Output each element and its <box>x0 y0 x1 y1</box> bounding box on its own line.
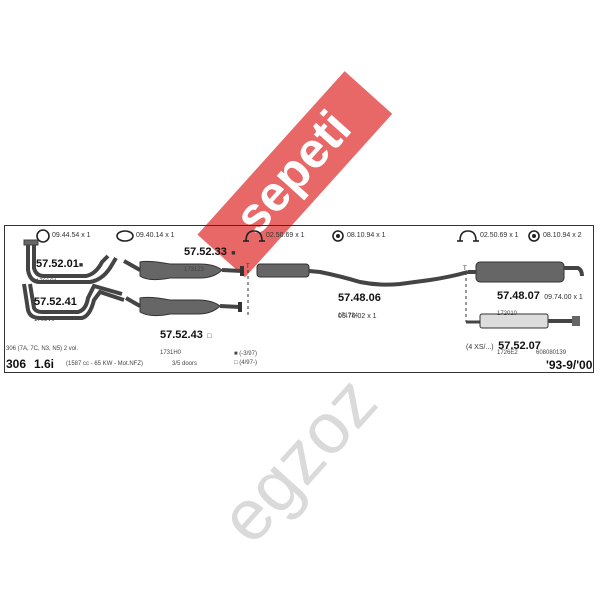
rear-silencer-57-48-07 <box>468 261 584 283</box>
part-marker: ■ <box>231 250 236 257</box>
part-number: 57.48.07 <box>497 290 540 302</box>
clamp-icon <box>243 230 265 242</box>
part-label-57-48-06: 57.48.06 171724 <box>338 289 381 321</box>
accessory-code: 09.40.14 x 1 <box>136 232 175 239</box>
dashed-connector <box>247 270 467 322</box>
gasket-oval-icon <box>116 230 134 242</box>
part-ref: 1705V0 <box>34 317 55 323</box>
front-pipe-57-52-01 <box>23 239 118 284</box>
vehicle-doors: 3/5 doors <box>172 361 198 367</box>
vehicle-model: 306 <box>6 357 27 371</box>
vehicle-spec: (1587 cc - 65 KW - Mot.NFZ) <box>66 361 144 367</box>
part-marker: ■ <box>78 262 84 269</box>
legend-open: □ (4/97-) <box>234 360 257 366</box>
part-label-57-52-01: 57.52.01■ 1766C1 <box>36 255 83 287</box>
part-label-57-52-41: 57.52.41 1705V0 <box>34 293 77 325</box>
part-number: 57.52.43 <box>160 329 203 341</box>
part-number: 57.52.07 <box>498 340 541 352</box>
clamp-icon <box>457 230 479 242</box>
rear-silencer-57-52-07 <box>466 313 580 329</box>
accessory-code: 09.44.54 x 1 <box>52 232 91 239</box>
part-extra: 09.76.02 x 1 <box>338 313 377 320</box>
part-ref: 171724 <box>338 313 359 319</box>
catalyst-57-52-43 <box>125 296 242 317</box>
part-extra: 09.74.00 x 1 <box>544 294 583 301</box>
diagram-frame <box>4 225 594 373</box>
vehicle-engine: 1.6i <box>34 357 55 371</box>
vehicle-variants: 306 (7A, 7C, N3, N5) 2 vol. <box>6 346 79 352</box>
part-number: 57.52.41 <box>34 296 77 308</box>
accessory-code: 02.50.69 x 1 <box>266 232 305 239</box>
part-marker: □ <box>207 333 212 340</box>
accessory-code: 02.50.69 x 1 <box>480 232 519 239</box>
part-prefix: (4 XS/...) <box>466 344 494 351</box>
part-ref: 1731H0 <box>160 350 182 356</box>
gasket-ring-icon <box>36 229 50 243</box>
bracket-icon <box>332 230 344 242</box>
middle-silencer-57-48-06 <box>256 263 469 287</box>
catalyst-57-52-33 <box>123 259 244 281</box>
part-label-57-48-07: 57.48.07 09.74.00 x 1 172010 <box>497 287 583 319</box>
part-ref: 172010 <box>497 311 518 317</box>
part-ref: 1766C1 <box>36 279 58 285</box>
legend-filled: ■ (-3/97) <box>234 351 257 357</box>
bracket-icon <box>528 230 540 242</box>
part-label-57-52-07: (4 XS/...) 57.52.07 <box>466 337 541 353</box>
part-number: 57.48.06 <box>338 292 381 304</box>
part-number: 57.52.01 <box>36 258 79 270</box>
t-mark: T <box>246 264 250 270</box>
production-years: '93-9/'00 <box>546 358 593 372</box>
part-ref: 173123 <box>184 267 205 273</box>
part-ref: 1726E2 <box>497 350 518 356</box>
accessory-code: 08.10.94 x 1 <box>347 232 386 239</box>
part-number: 57.52.33 <box>184 246 227 258</box>
part-label-57-52-43: 57.52.43 □ 1731H0 <box>160 326 212 358</box>
t-mark: T <box>463 266 467 272</box>
part-label-57-52-33: 57.52.33 ■ 173123 <box>184 243 236 275</box>
front-pipe-57-52-41 <box>22 283 125 320</box>
accessory-code: 08.10.94 x 2 <box>543 232 582 239</box>
diagram-code: 608080139 <box>536 350 567 356</box>
